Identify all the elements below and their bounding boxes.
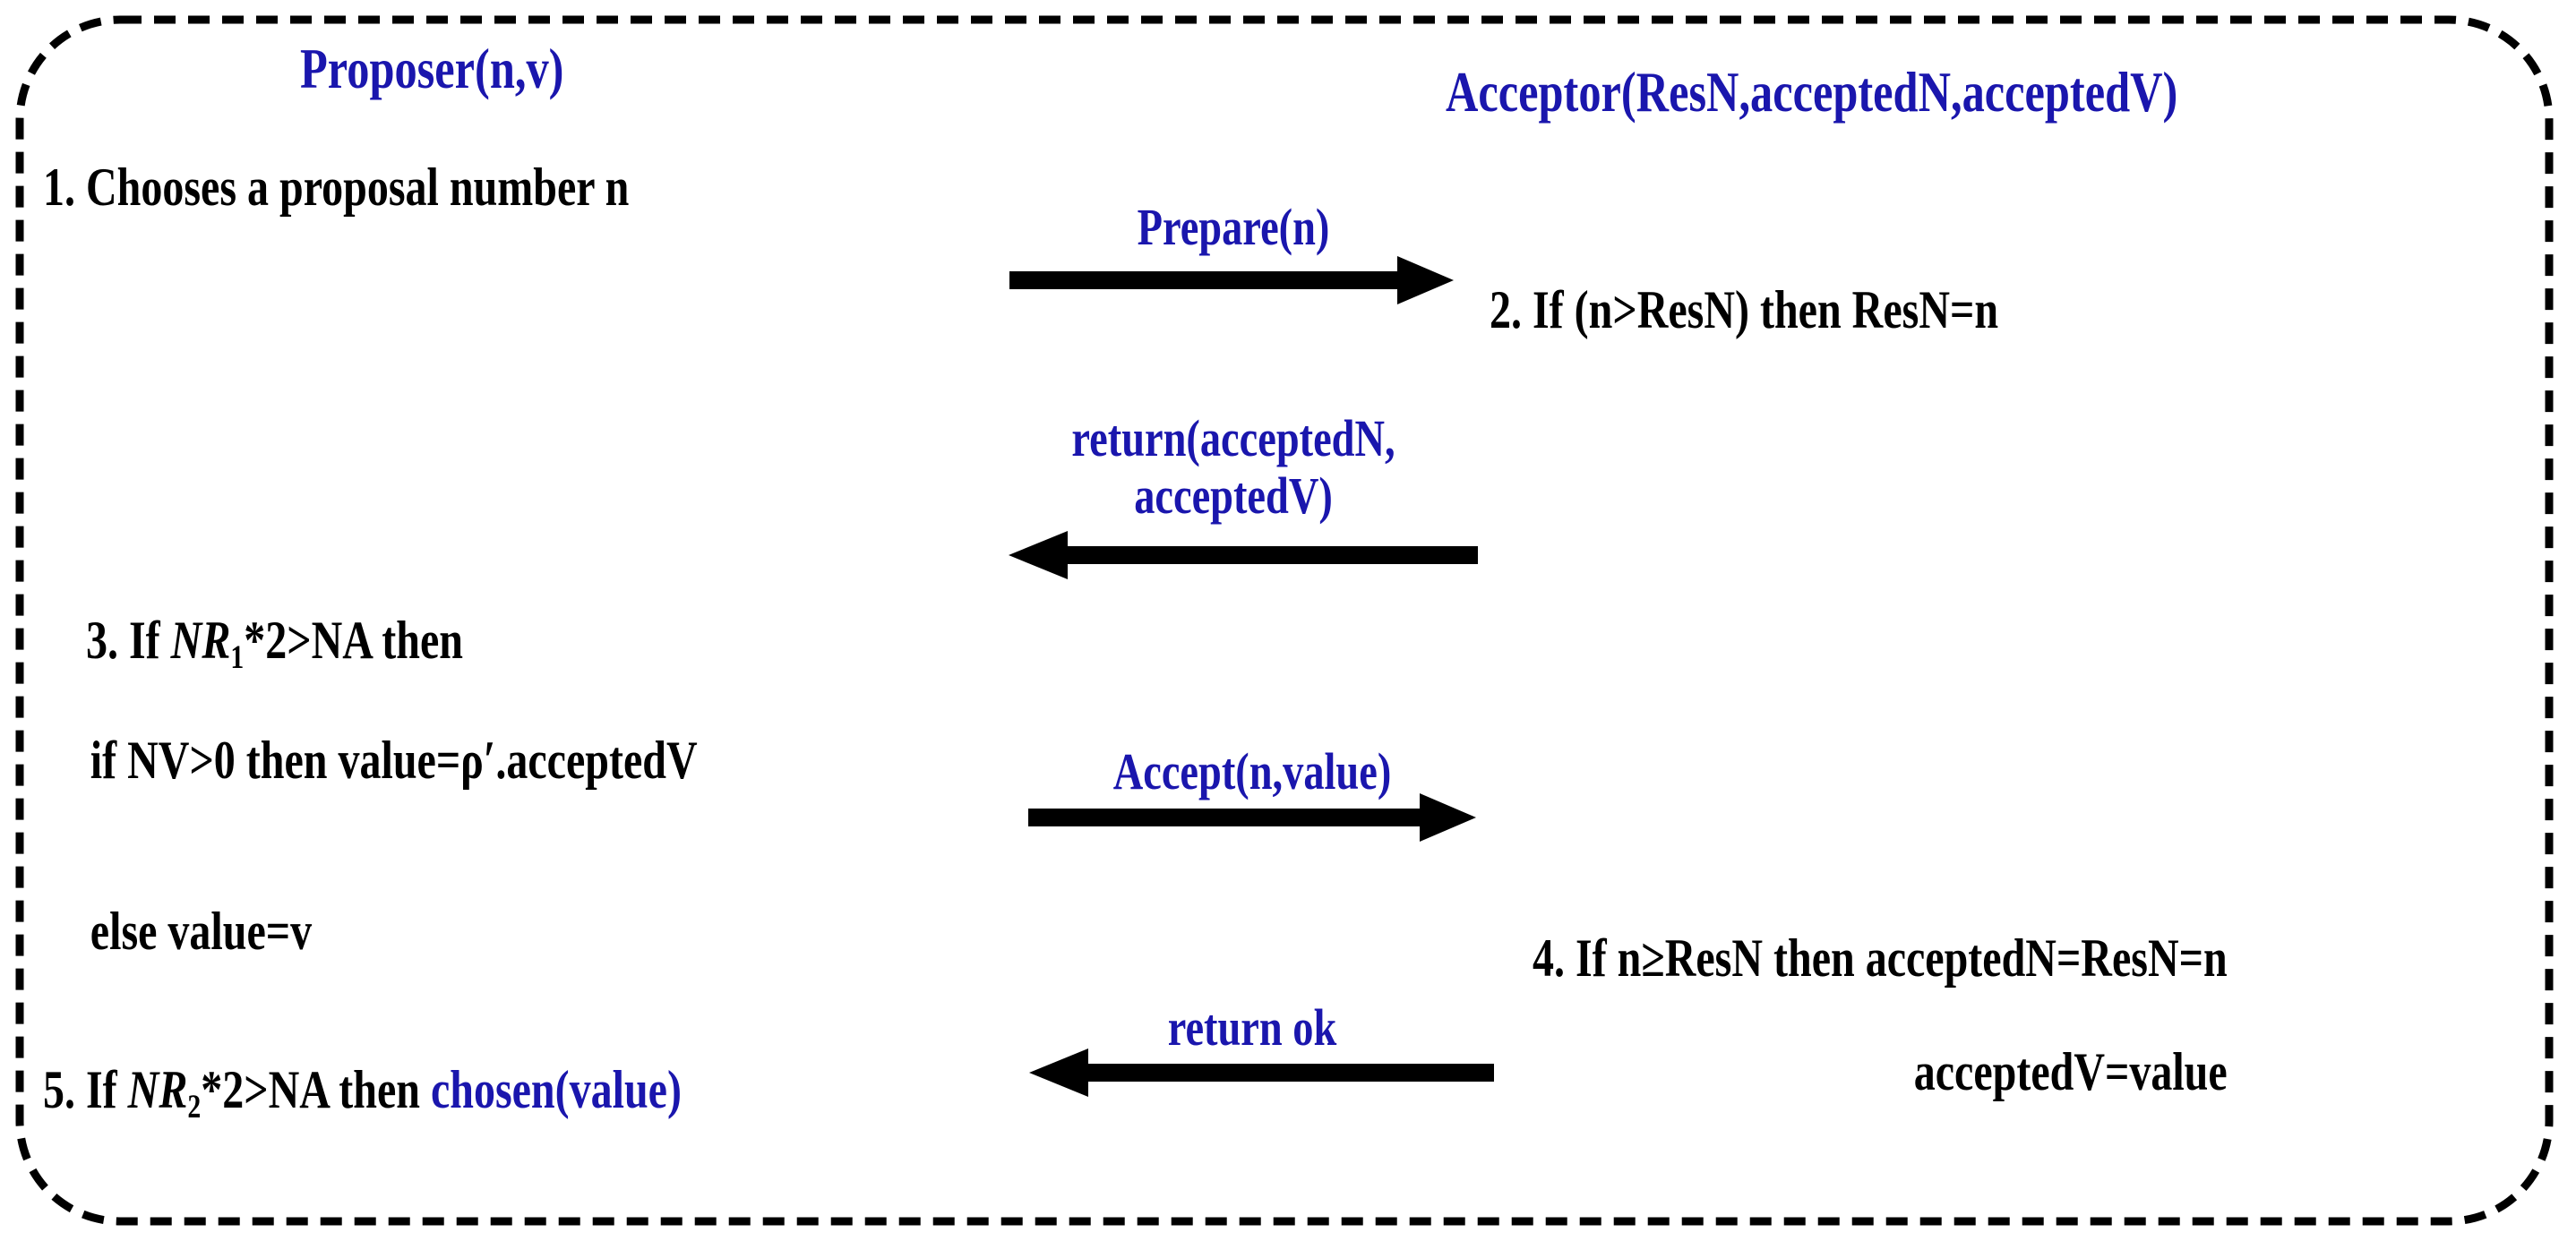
step-5-text: 5. If NR2*2>NA then chosen(value): [43, 1060, 682, 1126]
step-3-suffix: *2>NA then: [244, 610, 463, 670]
step-3-variable: NR: [170, 610, 231, 670]
step-2-text: 2. If (n>ResN) then ResN=n: [1490, 280, 1999, 339]
step-4-text: 4. If n≥ResN then acceptedN=ResN=n accep…: [1490, 873, 2228, 1215]
role-title-acceptor: Acceptor(ResN,acceptedN,acceptedV): [1446, 61, 2178, 124]
message-label-return-ok: return ok: [1167, 998, 1337, 1057]
step-5-prefix: 5. If: [43, 1060, 128, 1119]
step-3-subscript: 1: [230, 638, 245, 676]
dashed-boundary-outline: [15, 15, 2554, 1226]
arrow-return-ok: [1029, 1048, 1494, 1097]
step-4-line1: 4. If n≥ResN then acceptedN=ResN=n: [1533, 928, 2228, 988]
step-3-line3: else value=v: [90, 901, 313, 961]
step-5-chosen-call: chosen(value): [430, 1060, 682, 1119]
message-label-prepare: Prepare(n): [1137, 198, 1330, 256]
arrow-accept: [1028, 793, 1476, 842]
role-title-proposer: Proposer(n,v): [300, 38, 564, 100]
arrow-return-accepted: [1009, 531, 1478, 579]
step-5-variable: NR: [127, 1060, 188, 1119]
step-3-text: 3. If NR1*2>NA then if NV>0 then value=ρ…: [43, 555, 698, 1074]
step-3-line1: 3. If NR1*2>NA then: [86, 610, 463, 675]
step-1-text: 1. Chooses a proposal number n: [43, 158, 630, 217]
step-3-prefix: 3. If: [86, 610, 171, 670]
step-4-line2: acceptedV=value: [1913, 1041, 2228, 1101]
message-label-return-accepted: return(acceptedN, acceptedV): [1071, 409, 1395, 525]
message-label-accept: Accept(n,value): [1112, 742, 1392, 800]
arrow-prepare: [1009, 256, 1454, 304]
step-3-line2: if NV>0 then value=ρ′.acceptedV: [90, 730, 698, 790]
step-5-subscript: 2: [187, 1089, 202, 1126]
step-5-suffix: *2>NA then: [201, 1060, 431, 1119]
